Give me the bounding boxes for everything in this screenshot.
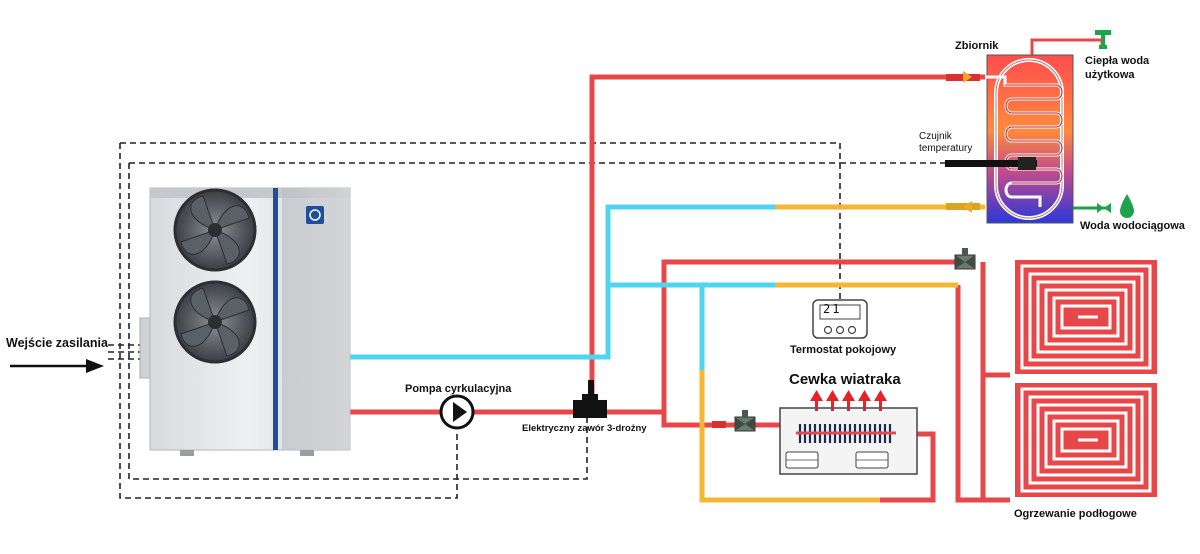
valve-icon bbox=[954, 248, 976, 270]
tank-label: Zbiornik bbox=[955, 40, 999, 52]
temp-sensor bbox=[945, 160, 1037, 167]
fan-icon bbox=[173, 188, 257, 272]
pipe-dhw-out bbox=[1030, 38, 1104, 55]
pipe-floor-ret bbox=[955, 285, 1005, 503]
tap-icon bbox=[1095, 30, 1111, 49]
fan-coil-label: Cewka wiatraka bbox=[789, 371, 901, 388]
valve-icon bbox=[734, 410, 756, 432]
three-way-valve-label: Elektryczny zawór 3-drożny bbox=[522, 423, 647, 434]
valve-icon bbox=[573, 380, 607, 418]
circulation-pump-label: Pompa cyrkulacyjna bbox=[405, 383, 512, 395]
flow-arrow-in bbox=[963, 71, 972, 83]
heat-arrow-icon bbox=[810, 390, 887, 411]
pipe-cold-return bbox=[348, 204, 790, 360]
wire-inner-left bbox=[128, 163, 588, 480]
thermostat-icon bbox=[812, 299, 868, 339]
wire-outer-loop bbox=[120, 142, 841, 300]
pipe-warm-fancoil bbox=[699, 370, 880, 503]
pipe-hot-riser bbox=[589, 74, 985, 400]
arrow-right-icon bbox=[10, 359, 104, 373]
flow-arrow-out bbox=[963, 201, 972, 213]
fan-icon bbox=[173, 280, 257, 364]
tap-water-label: Woda wodociągowa bbox=[1080, 220, 1185, 232]
floor-coil-icon bbox=[1015, 260, 1157, 374]
heat-pump-unit bbox=[139, 187, 351, 456]
pipe-hot-floor-supply bbox=[980, 262, 1010, 503]
temp-sensor-label-2: temperatury bbox=[919, 143, 973, 154]
fan-coil-unit bbox=[779, 390, 918, 475]
thermostat-display: 21 bbox=[823, 302, 842, 316]
water-drop-icon bbox=[1120, 194, 1134, 218]
pipe-hot-branch bbox=[661, 259, 955, 412]
hot-water-label-2: użytkowa bbox=[1085, 69, 1135, 81]
thermostat-label: Termostat pokojowy bbox=[790, 344, 897, 356]
unit-accent-stripe bbox=[273, 188, 278, 450]
hot-water-label-1: Ciepła woda bbox=[1085, 55, 1150, 67]
hot-water-tank bbox=[945, 54, 1074, 224]
floor-heating-label: Ogrzewanie podłogowe bbox=[1014, 508, 1137, 520]
unit-brand-logo bbox=[306, 206, 324, 224]
temp-sensor-label-1: Czujnik bbox=[919, 131, 952, 142]
tank-inlet-warm bbox=[946, 203, 980, 210]
wire-outer-left bbox=[119, 143, 458, 499]
valve-icon bbox=[1097, 203, 1111, 213]
pipe-fancoil-out bbox=[878, 431, 936, 503]
floor-coil-icon bbox=[1015, 383, 1157, 497]
pump-icon bbox=[439, 394, 475, 430]
power-input-label: Wejście zasilania bbox=[6, 336, 108, 350]
